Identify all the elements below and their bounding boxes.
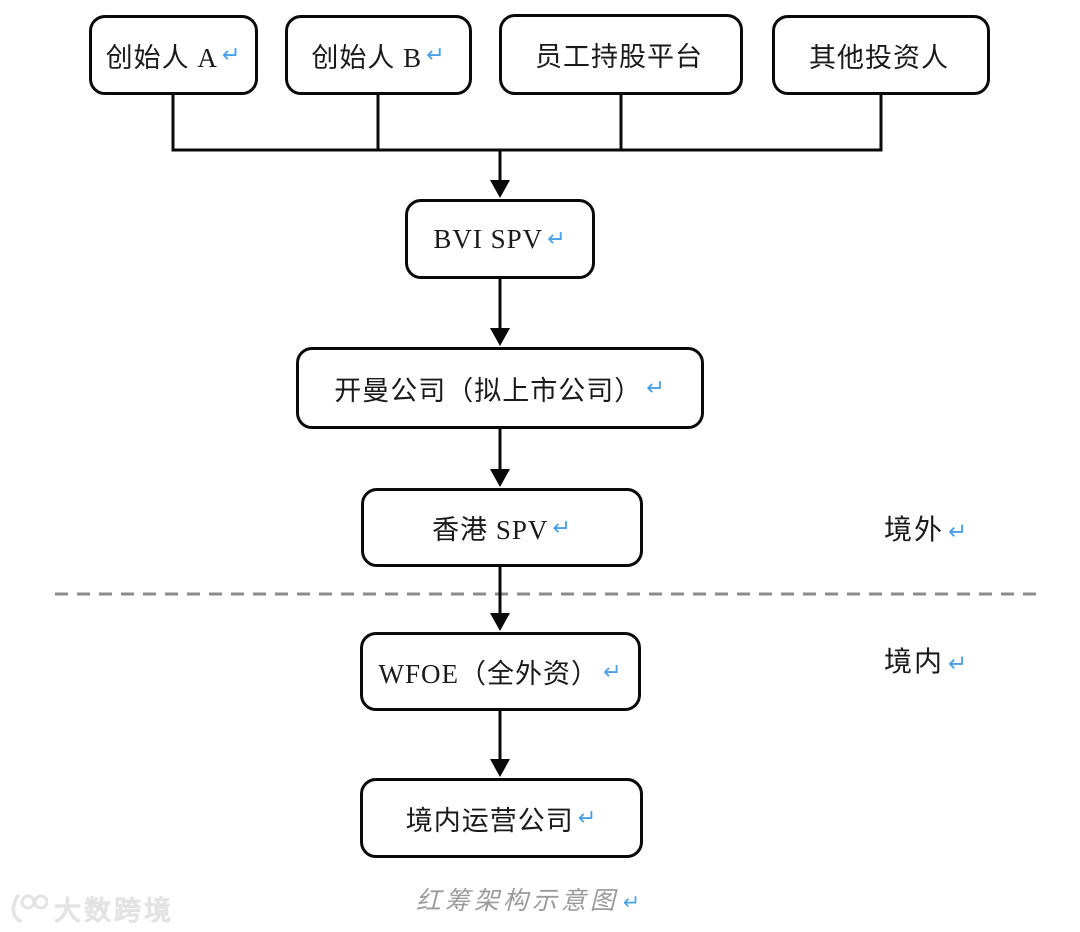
node-bvi-spv: BVI SPV↵	[405, 199, 595, 279]
label-offshore: 境外↵	[884, 508, 969, 548]
node-other-investors: 其他投资人	[772, 15, 990, 95]
paragraph-mark-icon: ↵	[948, 651, 970, 677]
paragraph-mark-icon: ↵	[602, 658, 623, 685]
label-onshore-text: 境内	[884, 647, 945, 678]
paragraph-mark-icon: ↵	[646, 375, 666, 401]
watermark: 大数跨境	[8, 889, 174, 928]
watermark-text: 大数跨境	[54, 896, 174, 926]
paragraph-mark-icon: ↵	[547, 226, 567, 252]
arrow-hk-to-wfoe-head	[490, 613, 510, 631]
node-founder-a: 创始人 A↵	[89, 15, 258, 95]
node-founder-a-label: 创始人 A	[105, 42, 218, 73]
paragraph-mark-icon: ↵	[577, 805, 598, 831]
paragraph-mark-icon: ↵	[948, 519, 970, 545]
node-bvi-spv-label: BVI SPV	[433, 223, 544, 254]
node-employee-platform: 员工持股平台	[499, 14, 743, 95]
arrow-wfoe-to-domestic-head	[490, 759, 510, 777]
node-domestic-opco-label: 境内运营公司	[405, 805, 574, 836]
paragraph-mark-icon: ↵	[552, 514, 572, 541]
node-founder-b-label: 创始人 B	[311, 42, 423, 73]
paragraph-mark-icon: ↵	[622, 890, 645, 914]
watermark-100-logo	[11, 893, 48, 923]
node-wfoe: WFOE（全外资）↵	[360, 632, 641, 711]
arrow-bus-to-bvi-head	[490, 180, 510, 198]
paragraph-mark-icon: ↵	[426, 42, 446, 68]
node-wfoe-label: WFOE（全外资）	[378, 659, 599, 689]
node-domestic-opco: 境内运营公司↵	[360, 778, 643, 858]
diagram-caption: 红筹架构示意图↵	[330, 881, 730, 917]
node-founder-b: 创始人 B↵	[285, 15, 472, 95]
arrow-cayman-to-hk-head	[490, 469, 510, 487]
node-employee-platform-label: 员工持股平台	[535, 42, 703, 72]
node-hk-spv-label: 香港 SPV	[432, 515, 549, 545]
label-onshore: 境内↵	[884, 640, 969, 680]
diagram-caption-text: 红筹架构示意图	[415, 888, 619, 915]
arrow-bvi-to-cayman-head	[490, 328, 510, 346]
node-hk-spv: 香港 SPV↵	[361, 488, 643, 567]
paragraph-mark-icon: ↵	[221, 42, 242, 68]
node-cayman-listco-label: 开曼公司（拟上市公司）	[334, 375, 643, 406]
label-offshore-text: 境外	[884, 515, 945, 546]
node-cayman-listco: 开曼公司（拟上市公司）↵	[296, 347, 704, 429]
shareholders-bus-connector	[171, 95, 883, 152]
node-other-investors-label: 其他投资人	[809, 42, 949, 73]
